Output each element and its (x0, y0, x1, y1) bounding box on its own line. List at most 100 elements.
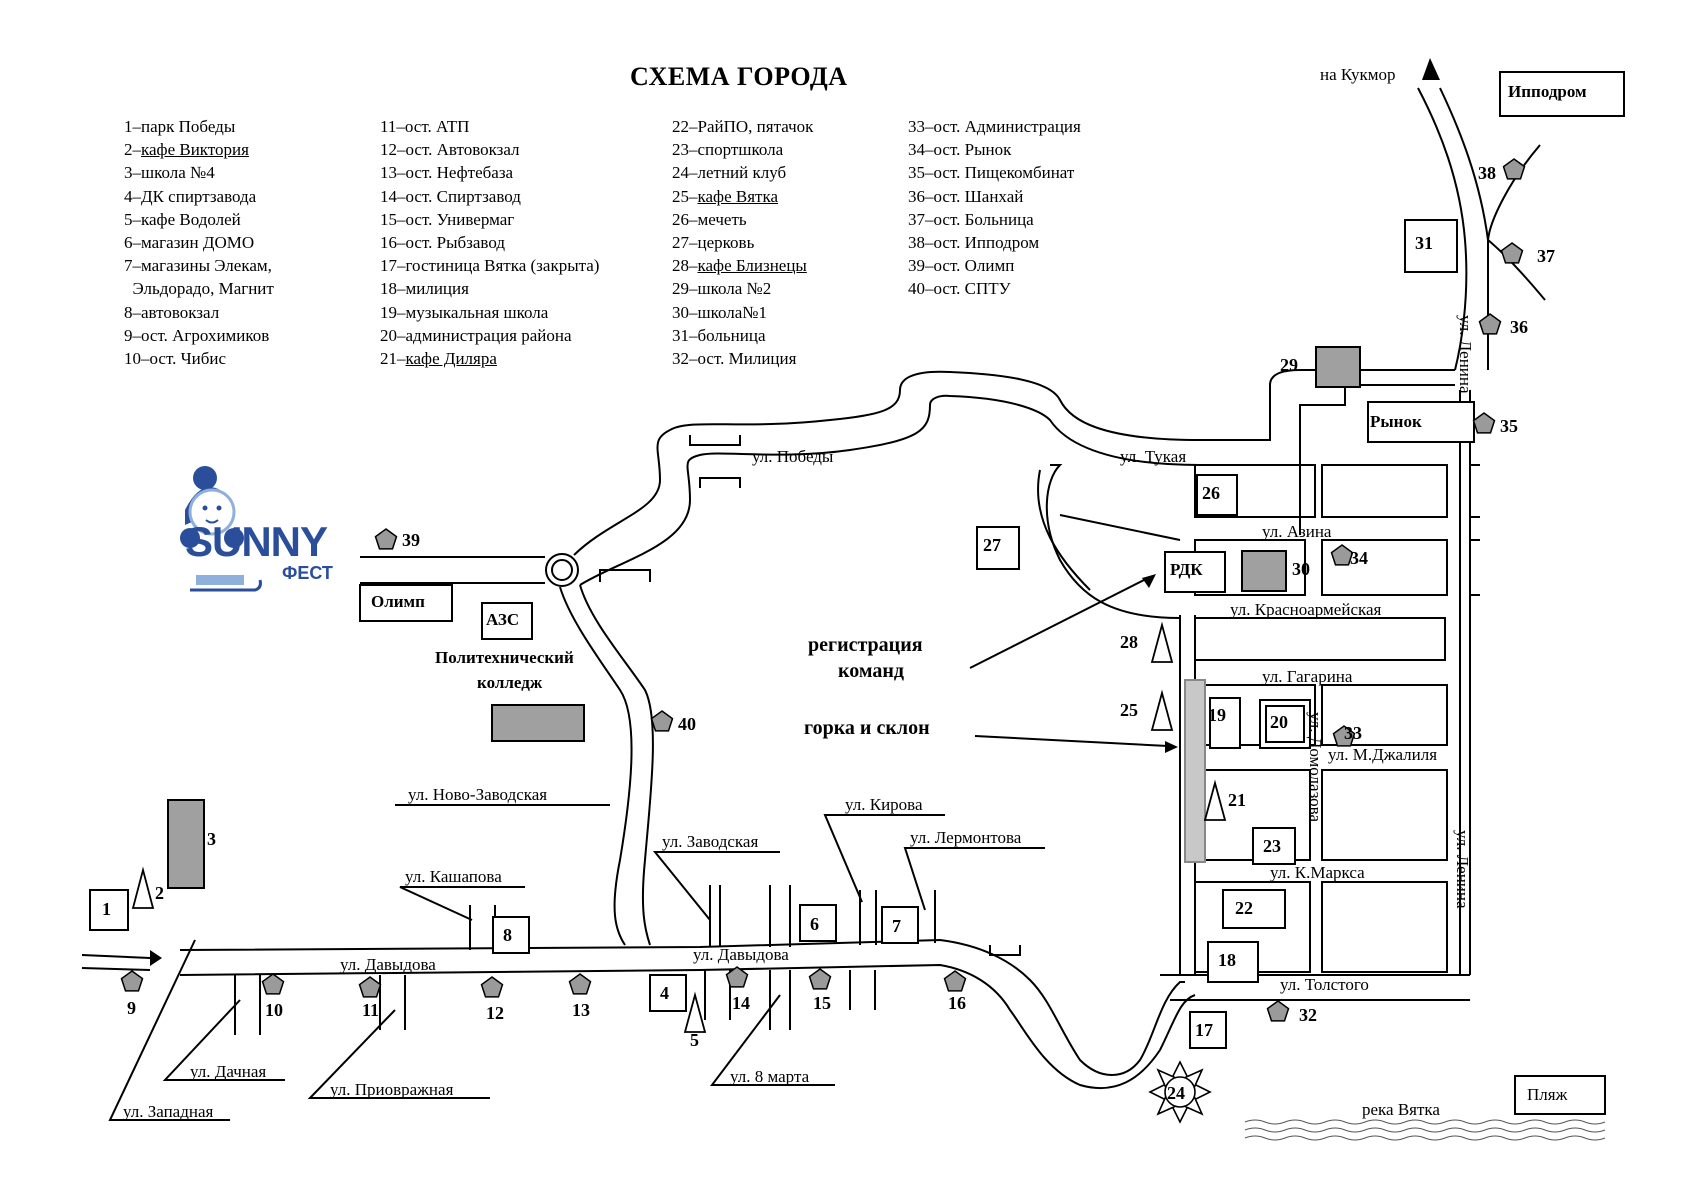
building-8 (492, 916, 530, 954)
legend-num: 33 (908, 117, 925, 136)
legend-text: ост. Шанхай (933, 186, 1024, 206)
legend-text: больница (697, 325, 766, 345)
bus-stop-37 (1500, 242, 1524, 264)
legend-item: 8–автовокзал (124, 302, 220, 322)
legend-item: 6–магазин ДОМО (124, 232, 255, 252)
legend-text: ост. Автовокзал (405, 140, 520, 160)
street-lenina-n: ул. Ленина (1456, 315, 1475, 394)
bus-stop-12 (480, 976, 504, 998)
marker-number-23: 23 (1263, 836, 1281, 856)
marker-number-2: 2 (155, 883, 164, 903)
bus-stop-39 (374, 528, 398, 550)
legend-num: 32 (672, 348, 689, 368)
building-7 (881, 906, 919, 944)
street-domolazova: ул. Домолазова (1306, 712, 1325, 823)
bus-stop-33 (1332, 725, 1356, 747)
marker-number-32: 32 (1299, 1005, 1317, 1025)
legend-text: кафе Вятка (697, 186, 779, 206)
legend-text: ост. Чибис (149, 348, 227, 368)
building-22 (1222, 889, 1286, 929)
legend-text: парк Победы (141, 117, 236, 136)
legend-text: РайПО, пятачок (697, 117, 814, 136)
marker-number-8: 8 (503, 925, 512, 945)
label-olimp: Олимп (371, 592, 425, 611)
legend-num: 7 (124, 256, 133, 276)
legend-item: 19–музыкальная школа (380, 302, 549, 322)
legend-item: 1–парк Победы (124, 117, 236, 136)
street-kashapova: ул. Кашапова (405, 867, 502, 886)
legend-item: 39–ост. Олимп (908, 256, 1015, 276)
legend-item: 40–ост. СПТУ (908, 279, 1011, 299)
pointer-kashapova (399, 886, 525, 921)
legend-item: 32–ост. Милиция (672, 348, 797, 368)
legend-num: 35 (908, 163, 925, 183)
arrow-registration (969, 577, 1149, 669)
legend-text: гостиница Вятка (закрыта) (405, 256, 600, 276)
marker-number-28: 28 (1120, 632, 1138, 652)
marker-number-15: 15 (813, 993, 831, 1013)
legend-item: 9–ост. Агрохимиков (124, 325, 270, 345)
place-rdk (1164, 551, 1226, 593)
bus-stop-10 (261, 973, 285, 995)
street-mdzhalilya: ул. М.Джалиля (1328, 745, 1438, 764)
label-azs: АЗС (486, 610, 520, 629)
legend-item: 24–летний клуб (672, 163, 787, 183)
bus-stop-14 (725, 966, 749, 988)
legend-item: 5–кафе Водолей (124, 209, 241, 229)
legend-text: школа №4 (141, 163, 215, 183)
legend-text: автовокзал (141, 302, 220, 322)
annotation-registration-1: регистрация (808, 634, 923, 656)
bus-stop-16 (943, 970, 967, 992)
bus-stop-9 (120, 970, 144, 992)
legend-text: милиция (405, 279, 469, 299)
marker-number-39: 39 (402, 530, 420, 550)
legend-text: музыкальная школа (405, 302, 549, 322)
building-30 (1241, 550, 1287, 592)
bus-stop-40 (650, 710, 674, 732)
marker-number-30: 30 (1292, 559, 1310, 579)
legend-item: 37–ост. Больница (908, 209, 1034, 229)
legend-num: 5 (124, 209, 133, 229)
legend-text: ост. Рыбзавод (405, 232, 505, 252)
legend-text: ост. Рынок (933, 140, 1012, 160)
street-zavodskaya: ул. Заводская (662, 832, 759, 851)
marker-number-14: 14 (732, 993, 750, 1013)
bus-stop-38 (1502, 158, 1526, 180)
legend-item: 26–мечеть (672, 209, 747, 229)
marker-number-37: 37 (1537, 246, 1555, 266)
building-18 (1207, 941, 1259, 983)
marker-number-26: 26 (1202, 483, 1220, 503)
place-rynok (1367, 401, 1475, 443)
marker-24 (1148, 1060, 1212, 1124)
map-title: СХЕМА ГОРОДА (630, 62, 848, 91)
label-rynok: Рынок (1370, 412, 1422, 431)
marker-number-36: 36 (1510, 317, 1528, 337)
logo-text: SUNNY (185, 518, 328, 565)
legend-text: ост. Ипподром (933, 232, 1040, 252)
legend-text: ДК спиртзавода (141, 186, 257, 206)
road-kukmor (1417, 87, 1468, 371)
pointer-8marta (709, 994, 835, 1086)
marker-number-16: 16 (948, 993, 966, 1013)
legend-item: 35–ост. Пищекомбинат (908, 163, 1075, 183)
legend-item: 3–школа №4 (124, 163, 215, 183)
roundabout (545, 553, 579, 587)
legend-num: 28 (672, 256, 689, 276)
legend-num: 39 (908, 256, 925, 276)
legend-text: летний клуб (697, 163, 787, 183)
marker-number-40: 40 (678, 714, 696, 734)
street-lermontova: ул. Лермонтова (910, 828, 1022, 847)
legend-num: 27 (672, 232, 689, 252)
legend-text: мечеть (697, 209, 747, 229)
place-ippodrom (1499, 71, 1625, 117)
legend-text: кафе Виктория (141, 140, 249, 160)
marker-number-10: 10 (265, 1000, 283, 1020)
building-26 (1196, 474, 1238, 516)
legend-text: ост. Агрохимиков (141, 325, 270, 345)
marker-number-4: 4 (660, 983, 669, 1003)
legend-num: 23 (672, 140, 689, 160)
marker-number-34: 34 (1350, 548, 1368, 568)
label-college-1: Политехнический (435, 648, 574, 667)
